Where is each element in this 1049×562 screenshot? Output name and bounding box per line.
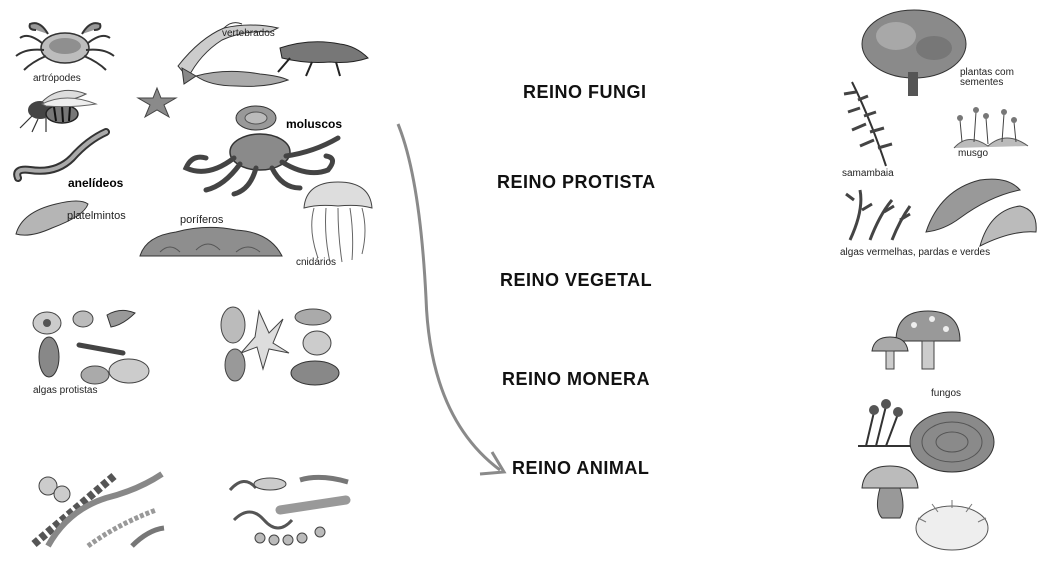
label-cnidarios: cnidários <box>296 257 336 268</box>
label-artropodes: artrópodes <box>33 73 81 84</box>
label-fungos: fungos <box>931 388 961 399</box>
label-musgo: musgo <box>958 148 988 159</box>
label-platelmintos: platelmintos <box>67 210 126 222</box>
label-plantas-com-sementes: plantas com sementes <box>960 68 1040 88</box>
algae-illustration <box>840 170 1040 248</box>
kingdom-label-animal: REINO ANIMAL <box>512 458 649 479</box>
amanita-mushroom-illustration <box>866 307 976 373</box>
sponge-illustration <box>136 222 286 258</box>
protist-algae-illustration <box>25 305 160 387</box>
starfish-illustration <box>136 86 178 118</box>
fern-illustration <box>840 78 908 168</box>
label-vertebrados: vertebrados <box>222 28 275 39</box>
label-algas: algas vermelhas, pardas e verdes <box>840 247 990 258</box>
bacteria-illustration <box>220 470 358 548</box>
moss-illustration <box>948 102 1034 152</box>
protozoa-illustration <box>213 303 353 388</box>
label-anelideos: anelídeos <box>68 176 123 190</box>
puffball-fungus-illustration <box>912 494 992 552</box>
kingdom-label-vegetal: REINO VEGETAL <box>500 270 652 291</box>
kingdom-label-fungi: REINO FUNGI <box>523 82 647 103</box>
kingdom-label-monera: REINO MONERA <box>502 369 650 390</box>
kingdom-label-protista: REINO PROTISTA <box>497 172 656 193</box>
cyanobacteria-illustration <box>28 470 168 548</box>
crab-illustration <box>10 18 120 73</box>
label-algas-protistas: algas protistas <box>33 385 97 396</box>
jellyfish-illustration <box>298 178 376 264</box>
label-poriferos: poríferos <box>180 214 223 226</box>
wasp-illustration <box>12 88 102 133</box>
